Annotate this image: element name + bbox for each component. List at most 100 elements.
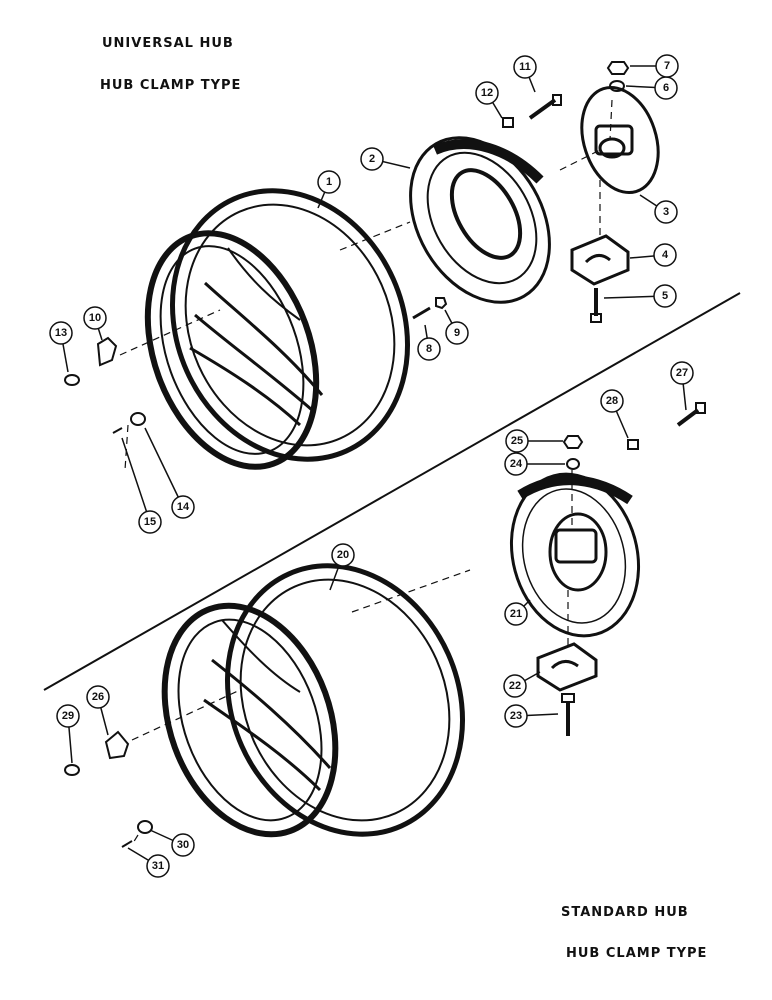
- callout-4: 4: [629, 243, 677, 267]
- callout-6: 6: [625, 76, 678, 100]
- callout-30: 30: [149, 829, 195, 857]
- callout-bubble-11: [513, 55, 537, 79]
- callout-bubble-12: [475, 81, 499, 105]
- wheel-disc-upper: [409, 136, 551, 304]
- callout-leader-14: [144, 427, 184, 508]
- bolt-lower-23: [561, 693, 575, 736]
- hub-upper: [580, 85, 660, 195]
- callout-bubble-9: [445, 321, 469, 345]
- bolt-clip-lower: [627, 402, 706, 450]
- callout-number-28: 28: [606, 395, 618, 407]
- callout-14: 14: [144, 427, 195, 519]
- standard-hub-subtitle: HUB CLAMP TYPE: [566, 946, 708, 961]
- callout-bubble-10: [83, 306, 107, 330]
- callout-number-8: 8: [426, 343, 432, 355]
- callout-25: 25: [505, 429, 563, 453]
- callout-9: 9: [444, 309, 469, 345]
- callout-number-14: 14: [177, 501, 190, 513]
- callout-bubble-28: [600, 389, 624, 413]
- universal-hub-subtitle: HUB CLAMP TYPE: [100, 78, 242, 93]
- callout-bubble-23: [504, 704, 528, 728]
- callout-26: 26: [86, 685, 110, 736]
- callout-leader-15: [121, 437, 151, 523]
- callout-31: 31: [127, 847, 170, 878]
- callout-10: 10: [83, 306, 107, 341]
- callout-1: 1: [317, 170, 341, 209]
- callout-number-24: 24: [510, 458, 523, 470]
- callout-5: 5: [603, 284, 677, 308]
- callout-bubble-24: [504, 452, 528, 476]
- callout-bubble-31: [146, 854, 170, 878]
- callout-bubble-13: [49, 321, 73, 345]
- callout-bubble-25: [505, 429, 529, 453]
- callout-28: 28: [600, 389, 629, 439]
- callout-number-25: 25: [511, 435, 523, 447]
- callout-number-15: 15: [144, 516, 156, 528]
- callout-number-11: 11: [519, 61, 531, 73]
- callout-number-10: 10: [89, 312, 101, 324]
- callout-number-5: 5: [662, 290, 668, 302]
- callout-bubble-20: [331, 543, 355, 567]
- callout-7: 7: [630, 54, 679, 78]
- callout-bubble-29: [56, 704, 80, 728]
- bolt-upper-11: [528, 94, 562, 120]
- callout-number-23: 23: [510, 710, 522, 722]
- callout-bubble-21: [504, 602, 528, 626]
- rim-upper: [144, 188, 411, 470]
- callout-bubble-30: [171, 833, 195, 857]
- callout-number-30: 30: [177, 839, 189, 851]
- callout-bubble-7: [655, 54, 679, 78]
- callout-number-22: 22: [509, 680, 521, 692]
- callout-number-13: 13: [55, 327, 67, 339]
- leader-lines-upper: [119, 99, 613, 471]
- nut-washer-lower: [562, 435, 584, 470]
- callout-24: 24: [504, 452, 565, 476]
- callout-number-26: 26: [92, 691, 104, 703]
- callout-21: 21: [504, 599, 531, 626]
- callout-8: 8: [417, 324, 441, 361]
- clamp-parts-upper: [64, 336, 146, 434]
- callout-number-6: 6: [663, 82, 669, 94]
- callout-number-2: 2: [369, 153, 375, 165]
- callout-3: 3: [639, 194, 678, 224]
- callout-29: 29: [56, 704, 80, 764]
- callout-2: 2: [360, 147, 411, 171]
- callout-number-7: 7: [664, 60, 670, 72]
- callout-number-4: 4: [662, 249, 669, 261]
- bolt-nut-upper: [412, 297, 448, 320]
- callout-number-9: 9: [454, 327, 460, 339]
- nut-washer-upper: [606, 61, 630, 92]
- callout-bubble-1: [317, 170, 341, 194]
- callout-number-27: 27: [676, 367, 688, 379]
- callout-12: 12: [475, 81, 503, 119]
- callout-bubble-2: [360, 147, 384, 171]
- clip-upper-12: [502, 117, 514, 128]
- callout-number-21: 21: [510, 608, 522, 620]
- callout-bubble-3: [654, 200, 678, 224]
- universal-hub-title: UNIVERSAL HUB: [102, 36, 234, 51]
- section-divider: [43, 292, 741, 691]
- callout-number-29: 29: [62, 710, 74, 722]
- callout-bubble-15: [138, 510, 162, 534]
- callout-number-12: 12: [481, 87, 493, 99]
- callout-bubble-14: [171, 495, 195, 519]
- callout-20: 20: [329, 543, 355, 591]
- callout-23: 23: [504, 704, 559, 728]
- clamp-parts-lower: [64, 730, 153, 848]
- callout-number-31: 31: [152, 860, 164, 872]
- callout-bubble-8: [417, 337, 441, 361]
- callout-number-3: 3: [663, 206, 669, 218]
- callout-bubble-27: [670, 361, 694, 385]
- callout-number-20: 20: [337, 549, 349, 561]
- standard-hub-title: STANDARD HUB: [561, 905, 689, 920]
- callout-11: 11: [513, 55, 537, 93]
- callout-bubble-26: [86, 685, 110, 709]
- rim-lower: [161, 563, 466, 838]
- hub-clamp-lower: [536, 642, 598, 692]
- callout-15: 15: [121, 437, 162, 534]
- callout-number-1: 1: [326, 176, 332, 188]
- leader-lines-lower: [131, 470, 573, 844]
- callout-bubble-4: [653, 243, 677, 267]
